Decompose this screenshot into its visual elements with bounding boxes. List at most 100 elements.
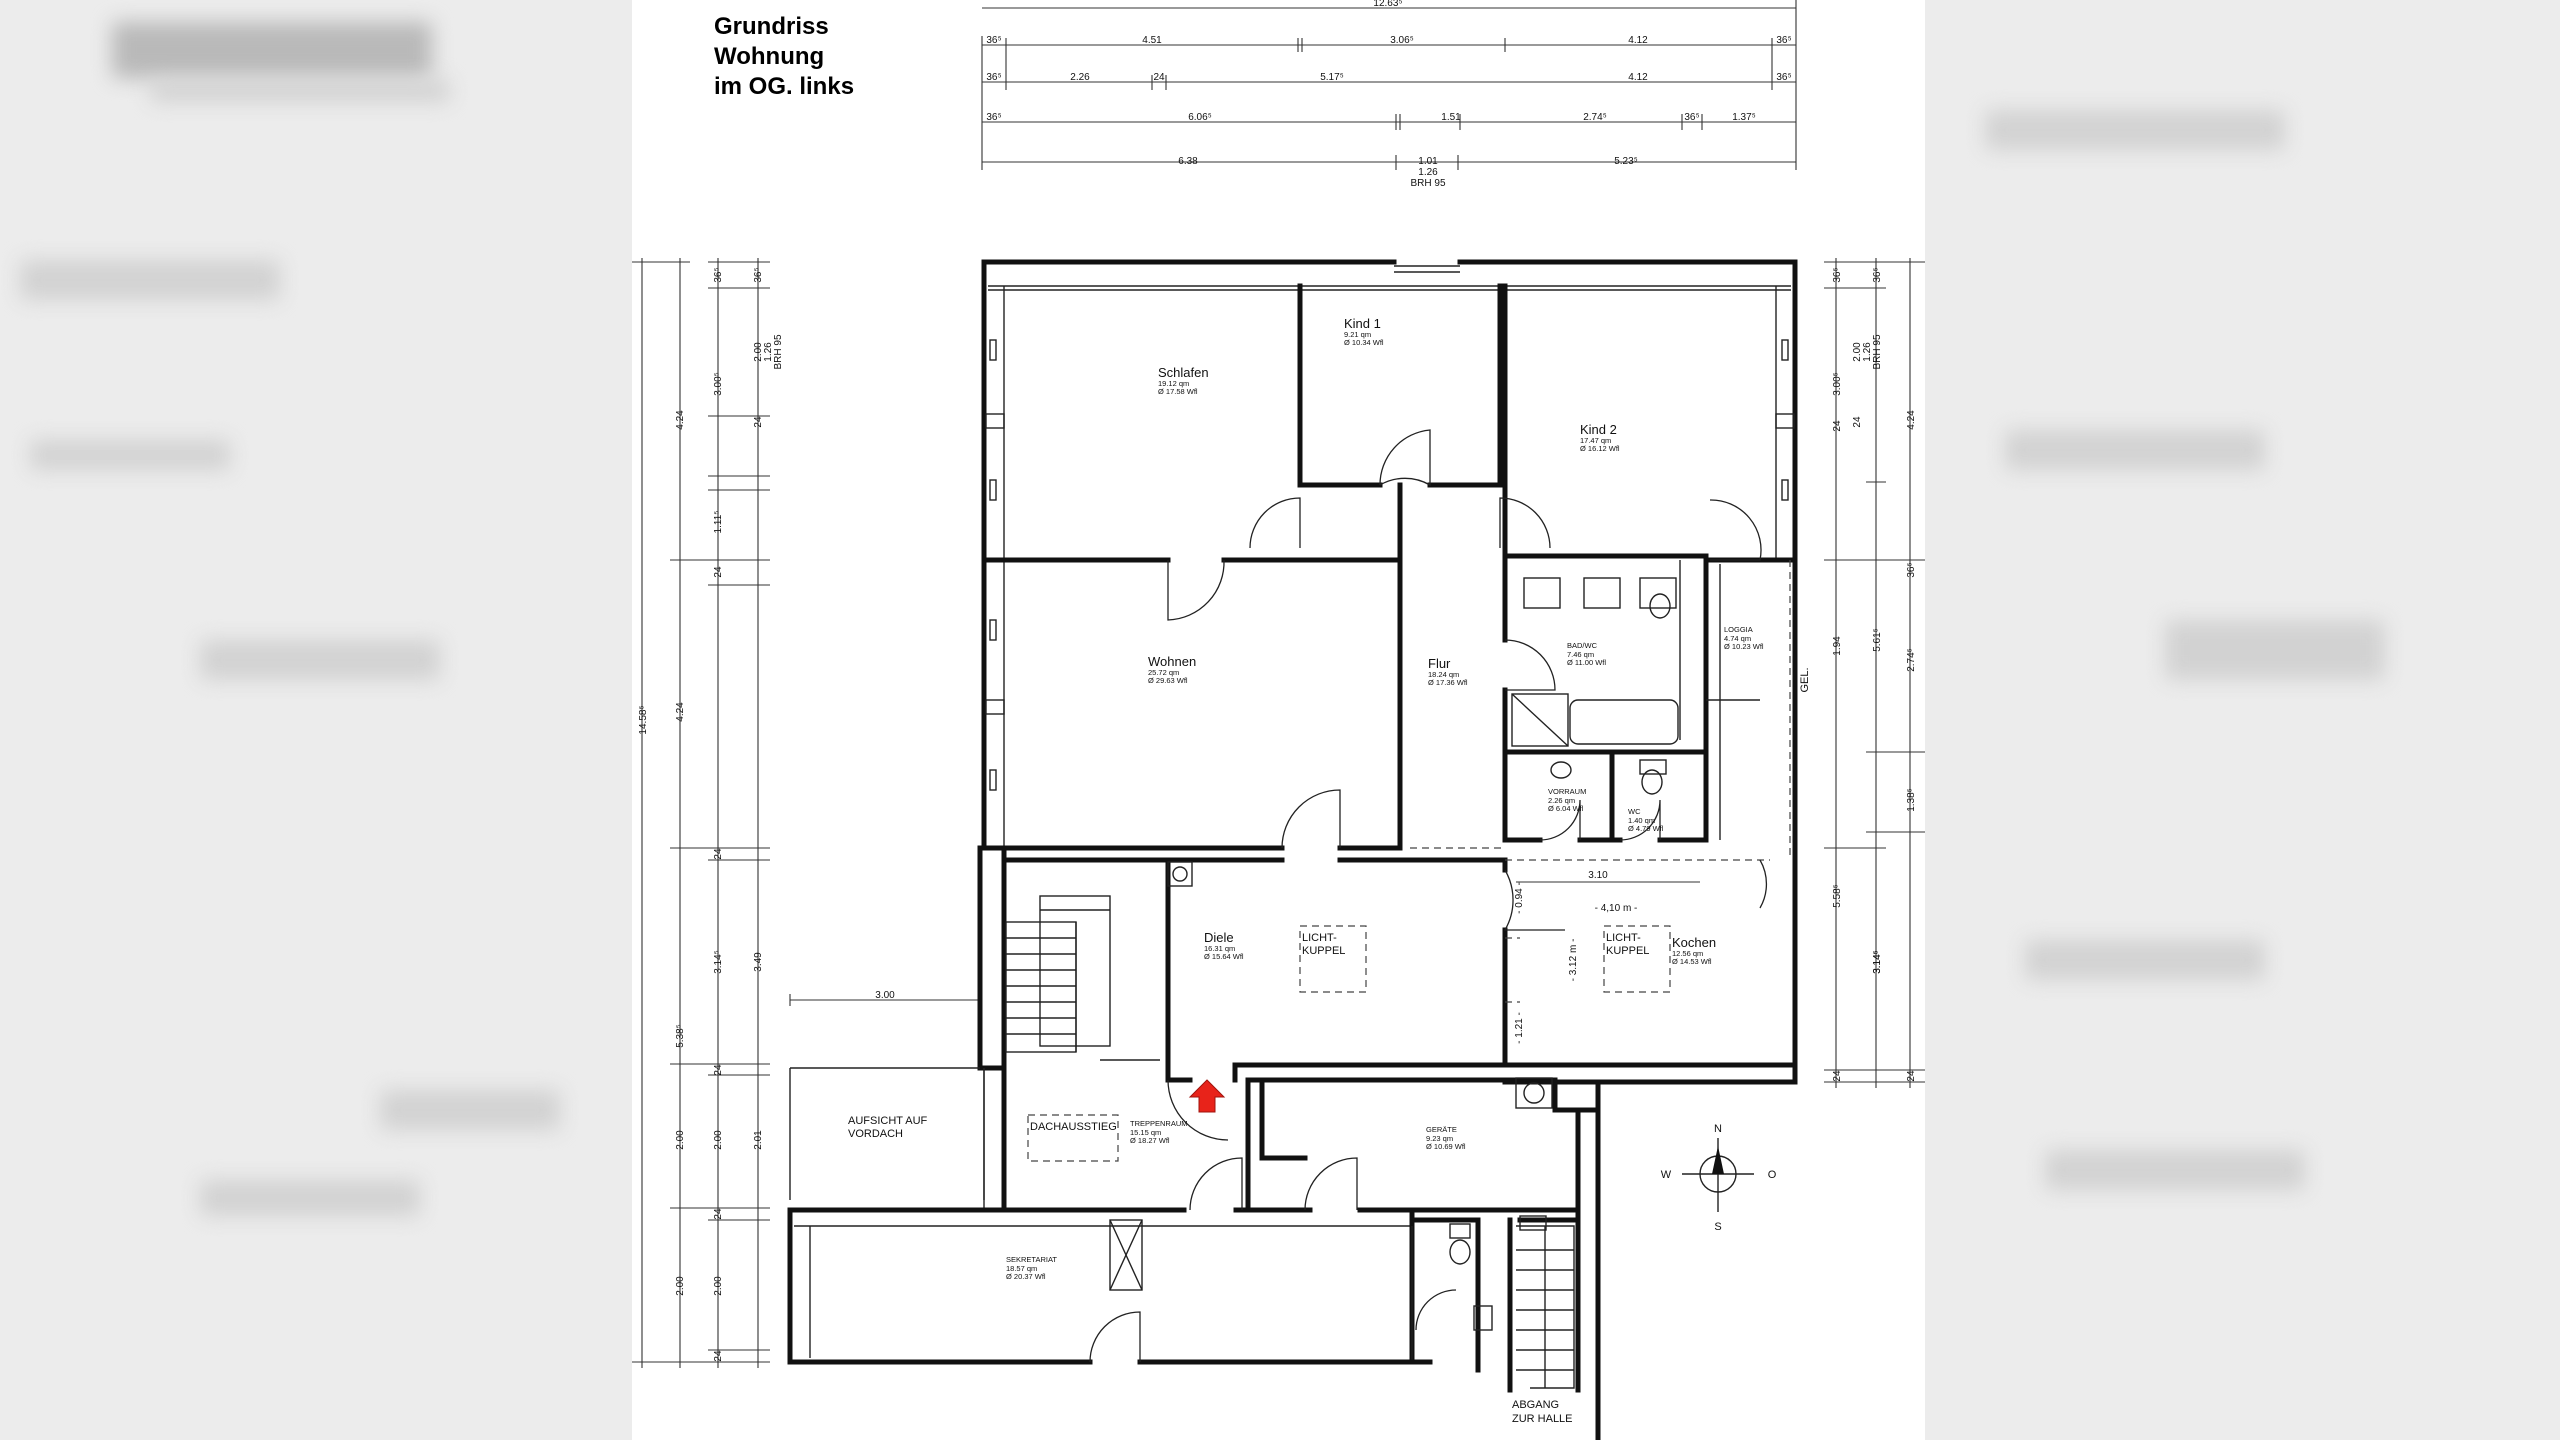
skylight-label: KUPPEL [1606, 945, 1649, 957]
plan-title-line: Grundriss [714, 13, 829, 40]
skylight-label: LICHT- [1302, 932, 1337, 944]
compass-south: S [1714, 1221, 1721, 1233]
compass-east: O [1768, 1169, 1777, 1181]
dim-label: 2.00 [675, 1130, 686, 1150]
dim-label: 24 [753, 416, 764, 428]
dim-label: 24 [1906, 1070, 1917, 1082]
dim-vordach-width: 3.00 [875, 990, 895, 1001]
kitchen-dim: 3.10 [1588, 870, 1608, 881]
walls [787, 259, 1798, 1440]
dim-label: 1.51 [1441, 112, 1461, 123]
room-wfl: Ø 11.00 Wfl [1567, 658, 1606, 667]
dim-label: 24 [713, 1064, 724, 1076]
room-name-treppenraum: TREPPENRAUM [1130, 1119, 1188, 1128]
dim-label: 3.14⁵ [1872, 950, 1883, 974]
dim-label: 24 [713, 1208, 724, 1220]
room-name-kochen: Kochen [1672, 935, 1716, 950]
room-area: 1.40 qm [1628, 816, 1655, 825]
top-dimension-lines [981, 0, 1797, 170]
dim-label: 1.38⁵ [1906, 788, 1917, 812]
room-wfl: Ø 4.79 Wfl [1628, 824, 1664, 833]
dim-label: 3.00⁵ [1832, 372, 1843, 396]
right-dimension-lines [1824, 258, 1925, 1088]
dim-label: 2.00 [1852, 342, 1863, 362]
kitchen-dim: - 3.12 m - [1568, 939, 1579, 982]
blurred-block [2165, 620, 2385, 680]
plan-title-line: im OG. links [714, 73, 855, 100]
compass-north: N [1714, 1123, 1722, 1135]
room-name-kind1: Kind 1 [1344, 316, 1381, 331]
abgang-label: ZUR HALLE [1512, 1413, 1573, 1425]
room-name-bad: BAD/WC [1567, 641, 1598, 650]
dim-label: 1.01 [1418, 156, 1438, 167]
dim-label: BRH 95 [773, 334, 784, 369]
blurred-block [2005, 430, 2265, 470]
dim-label: 5.38⁵ [675, 1024, 686, 1048]
dim-label: 36⁵ [1872, 267, 1883, 282]
dim-label: 36⁵ [1684, 112, 1699, 123]
dim-label: BRH 95 [1872, 334, 1883, 369]
abgang-label: ABGANG [1512, 1399, 1559, 1411]
room-area: 18.57 qm [1006, 1264, 1037, 1273]
room-area: 9.21 qm [1344, 330, 1371, 339]
dim-label: 4.24 [1906, 410, 1917, 430]
room-wfl: Ø 6.04 Wfl [1548, 804, 1584, 813]
dim-label: 24 [713, 848, 724, 860]
top-dimension-labels: 12.63⁵ 36⁵ 4.51 3.06⁵ 4.12 36⁵ 36⁵ 2.26 … [986, 0, 1791, 189]
dim-label: 1.37⁵ [1732, 112, 1756, 123]
vordach-label: VORDACH [848, 1128, 903, 1140]
dim-label: 2.00 [675, 1276, 686, 1296]
blurred-block [30, 440, 230, 470]
dim-label: 2.74⁵ [1906, 648, 1917, 672]
dim-label: 24 [1832, 1070, 1843, 1082]
dim-label: 36⁵ [986, 72, 1001, 83]
dim-label: 36⁵ [1776, 35, 1791, 46]
vordach-label: AUFSICHT AUF [848, 1115, 928, 1127]
room-wfl: Ø 10.69 Wfl [1426, 1142, 1466, 1151]
blurred-block [2025, 940, 2265, 980]
dim-label: 36⁵ [1832, 267, 1843, 282]
kitchen-dim: - 1.21 - [1514, 1012, 1525, 1044]
blurred-left-panel [0, 0, 632, 1440]
dim-total-width: 12.63⁵ [1373, 0, 1402, 9]
dim-label: 3.14⁵ [1872, 950, 1883, 974]
room-name-diele: Diele [1204, 930, 1234, 945]
dim-label: 5.23⁵ [1614, 156, 1638, 167]
skylights [1027, 925, 1671, 1162]
dim-label: 5.58⁵ [1832, 884, 1843, 908]
room-area: 18.24 qm [1428, 670, 1459, 679]
dim-label: 2.74⁵ [1583, 112, 1607, 123]
room-wfl: Ø 18.27 Wfl [1130, 1136, 1170, 1145]
dim-label: 4.24 [675, 702, 686, 722]
room-name-geraete: GERÄTE [1426, 1125, 1457, 1134]
left-dimension-labels: 14.58⁵ 4.24 4.24 5.38⁵ 2.00 2.00 36⁵ 3.0… [638, 267, 895, 1361]
dim-label: 2.01 [753, 1130, 764, 1150]
room-name-vorraum: VORRAUM [1548, 787, 1586, 796]
dim-label: BRH 95 [1410, 178, 1445, 189]
dim-label: 1.11⁵ [713, 511, 724, 534]
dim-label: 1.26 [1862, 342, 1873, 362]
room-area: 15.15 qm [1130, 1128, 1161, 1137]
dim-label: 36⁵ [986, 112, 1001, 123]
dim-label: 4.24 [675, 410, 686, 430]
compass-icon: N S W O [1661, 1123, 1777, 1233]
room-wfl: Ø 29.63 Wfl [1148, 676, 1188, 685]
room-area: 25.72 qm [1148, 668, 1179, 677]
room-name-loggia: LOGGIA [1724, 625, 1753, 634]
room-area: 4.74 qm [1724, 634, 1751, 643]
dim-label: 6.06⁵ [1188, 112, 1212, 123]
dim-label: 2.00 [713, 1276, 724, 1296]
dim-label: 36⁵ [1906, 562, 1917, 577]
dim-label: 4.51 [1142, 35, 1162, 46]
blurred-block [1985, 110, 2285, 150]
skylight-label: KUPPEL [1302, 945, 1345, 957]
plan-title: Grundriss Wohnung im OG. links [714, 12, 854, 102]
room-wfl: Ø 16.12 Wfl [1580, 444, 1620, 453]
blurred-logo [112, 22, 432, 78]
compass-west: W [1661, 1169, 1672, 1181]
blurred-block [200, 1180, 420, 1216]
room-labels: Schlafen 19.12 qm Ø 17.58 Wfl Kind 1 9.2… [1006, 316, 1764, 1281]
blurred-block [200, 640, 440, 680]
dim-label: 36⁵ [986, 35, 1001, 46]
